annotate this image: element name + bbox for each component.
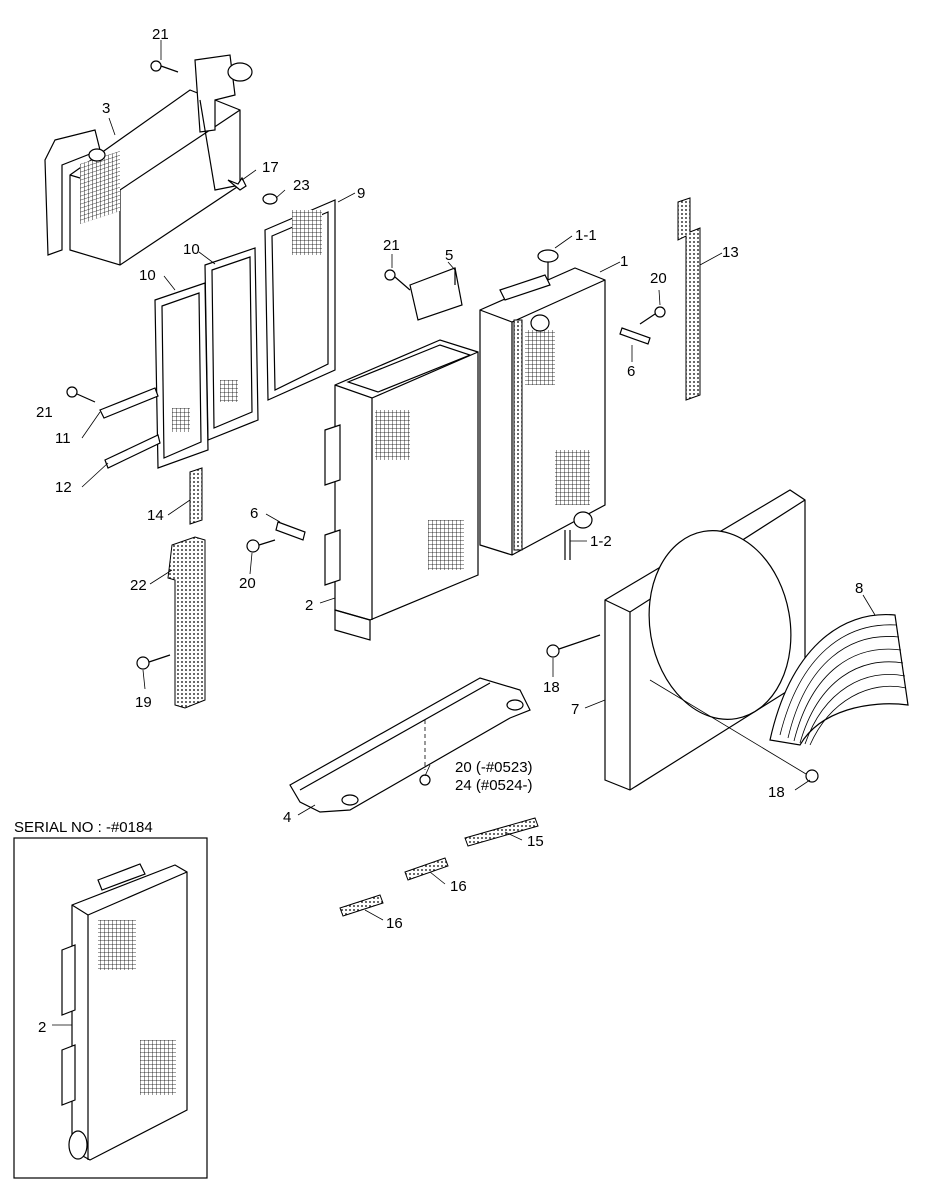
- callout-3: 3: [102, 100, 110, 117]
- radiator-part-1: [479, 267, 606, 556]
- callout-1-1: 1-1: [575, 227, 597, 244]
- callout-11: 11: [55, 430, 71, 447]
- cap-part-1-1: [537, 249, 559, 280]
- callout-7: 7: [571, 701, 579, 718]
- callout-10-left: 10: [139, 267, 156, 284]
- wing-bolt-part-17: [227, 176, 247, 191]
- washer-part-23: [262, 193, 278, 205]
- callout-20-right: 20: [650, 270, 667, 287]
- callout-21-mid: 21: [383, 237, 400, 254]
- fan-shroud-part-7: [546, 489, 806, 791]
- plate-part-6-left: [275, 521, 306, 541]
- intercooler-part-3: [44, 54, 253, 266]
- callout-23: 23: [293, 177, 310, 194]
- panel-part-10-left: [154, 282, 209, 469]
- pad-part-15: [464, 817, 539, 847]
- serial-inset: SERIAL NO : -#0184: [13, 819, 208, 1179]
- seal-part-22: [167, 536, 206, 709]
- bolt-part-21-left: [66, 386, 96, 403]
- callout-2-inset: 2: [38, 1019, 46, 1036]
- callout-10-right: 10: [183, 241, 200, 258]
- callout-21: 21: [152, 26, 169, 43]
- drain-part-1-2: [564, 530, 571, 560]
- callout-6-left: 6: [250, 505, 258, 522]
- callout-14: 14: [147, 507, 164, 524]
- inset-shroud-housing: [52, 863, 188, 1161]
- callout-20-left: 20: [239, 575, 256, 592]
- callout-12: 12: [55, 479, 72, 496]
- callout-16-right: 16: [450, 878, 467, 895]
- bolt-part-19: [136, 654, 171, 670]
- callout-9: 9: [357, 185, 365, 202]
- callout-18-left: 18: [543, 679, 560, 696]
- inset-title: SERIAL NO : -#0184: [14, 819, 153, 836]
- callout-18-right: 18: [768, 784, 785, 801]
- callout-15: 15: [527, 833, 544, 850]
- callout-13: 13: [722, 244, 739, 261]
- bolt-part-20-left: [246, 539, 276, 553]
- callout-20-serial: 20 (-#0523): [455, 759, 533, 776]
- strap-part-11: [99, 387, 159, 419]
- callout-4: 4: [283, 809, 291, 826]
- seal-part-14: [189, 467, 203, 525]
- plate-part-6-right: [619, 306, 666, 345]
- strap-part-12: [104, 434, 161, 469]
- panel-part-10-right: [204, 247, 259, 441]
- callout-5: 5: [445, 247, 453, 264]
- callout-6-right: 6: [627, 363, 635, 380]
- callout-1: 1: [620, 253, 628, 270]
- leader-lines: [81, 117, 876, 921]
- callout-labels: 21 3 17 23 9 10 10 21 5 1-1 1 13 20 6 21…: [36, 26, 863, 1036]
- pad-part-16-a: [404, 857, 449, 881]
- callout-2: 2: [305, 597, 313, 614]
- callout-22: 22: [130, 577, 147, 594]
- shroud-housing-part-2: [324, 339, 479, 641]
- callout-19: 19: [135, 694, 152, 711]
- callout-17: 17: [262, 159, 279, 176]
- bracket-part-5: [384, 267, 463, 321]
- callout-24-serial: 24 (#0524-): [455, 777, 533, 794]
- fan-guard-part-8: [649, 614, 909, 783]
- seal-part-13: [677, 197, 701, 401]
- callout-16-left: 16: [386, 915, 403, 932]
- panel-part-9: [264, 199, 336, 401]
- bolt-part-21-top: [150, 40, 179, 73]
- pad-part-16-b: [339, 894, 384, 917]
- callout-8: 8: [855, 580, 863, 597]
- callout-1-2: 1-2: [590, 533, 612, 550]
- base-bracket-part-4: [289, 677, 531, 813]
- callout-21-left: 21: [36, 404, 53, 421]
